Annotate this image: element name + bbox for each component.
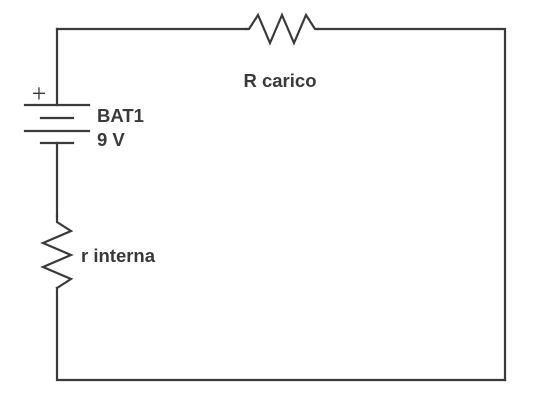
- wire-bottom: [55, 286, 507, 382]
- load-resistor-symbol: [244, 12, 320, 46]
- battery-symbol: [23, 103, 91, 145]
- internal-resistor-label: r interna: [81, 245, 156, 266]
- internal-resistor-symbol: [40, 214, 74, 290]
- battery-voltage-label: 9 V: [97, 129, 125, 150]
- battery-name-label: BAT1: [97, 105, 144, 126]
- battery-plus-icon: +: [32, 79, 47, 108]
- load-resistor-label: R carico: [243, 70, 316, 91]
- wire-top-right-and-right-side: [316, 27, 507, 382]
